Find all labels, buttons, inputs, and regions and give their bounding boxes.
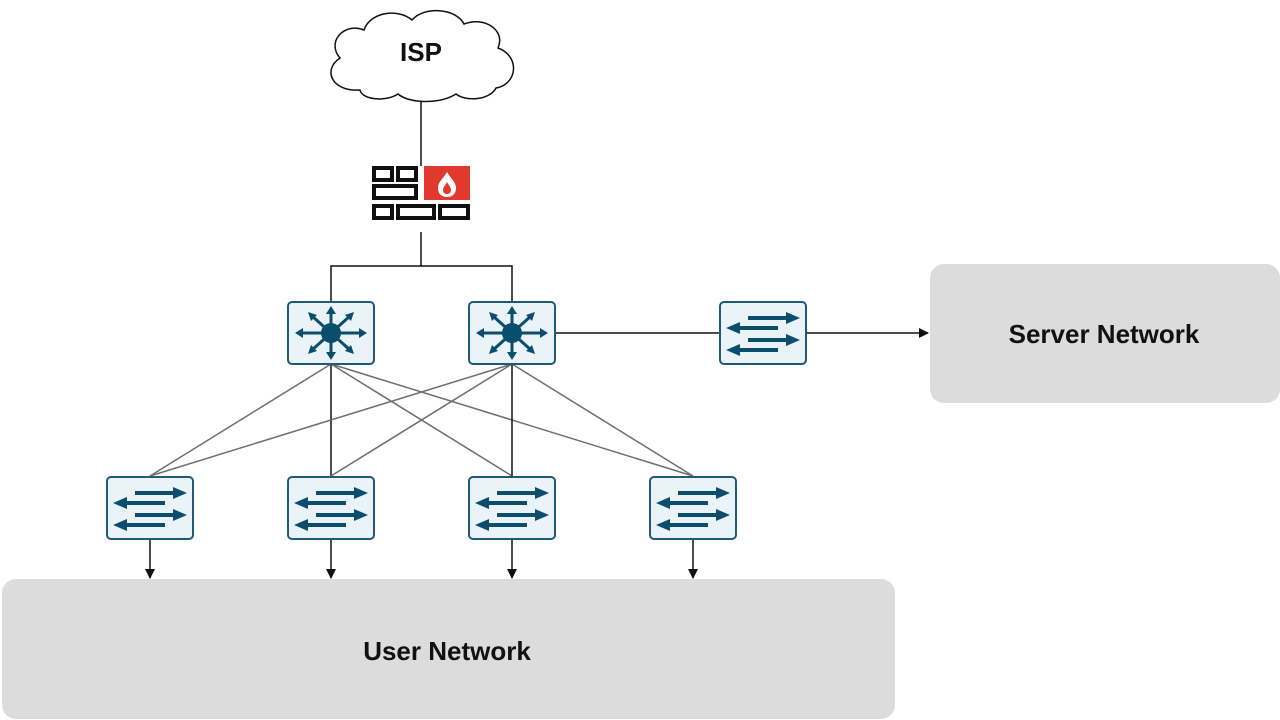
server-network-label: Server Network	[1009, 319, 1200, 349]
firewall-core-link	[421, 265, 513, 302]
access-switch-2	[286, 475, 376, 541]
access-switch-4	[648, 475, 738, 541]
switch-icon	[105, 475, 195, 541]
core-switch-2	[467, 300, 557, 366]
core-access-link	[511, 363, 694, 477]
server-switch	[718, 300, 808, 366]
server-network-zone: Server Network	[930, 264, 1280, 403]
cloud-icon	[330, 9, 515, 103]
user-network-label: User Network	[363, 636, 531, 666]
layer3-switch-icon	[467, 300, 557, 366]
firewall-core-link	[330, 232, 422, 302]
isp-cloud: ISP	[330, 9, 515, 103]
access-switch-3	[467, 475, 557, 541]
core-access-link	[330, 363, 513, 477]
switch-icon	[467, 475, 557, 541]
switch-icon	[648, 475, 738, 541]
links	[145, 102, 929, 579]
core-access-link	[149, 363, 332, 477]
core-access-link	[149, 363, 513, 477]
switch-icon	[718, 300, 808, 366]
firewall-icon	[372, 166, 470, 220]
isp-label: ISP	[400, 37, 442, 67]
user-network-zone: User Network	[2, 579, 895, 719]
access-switch-1	[105, 475, 195, 541]
switch-icon	[286, 475, 376, 541]
core-switch-1	[286, 300, 376, 366]
layer3-switch-icon	[286, 300, 376, 366]
